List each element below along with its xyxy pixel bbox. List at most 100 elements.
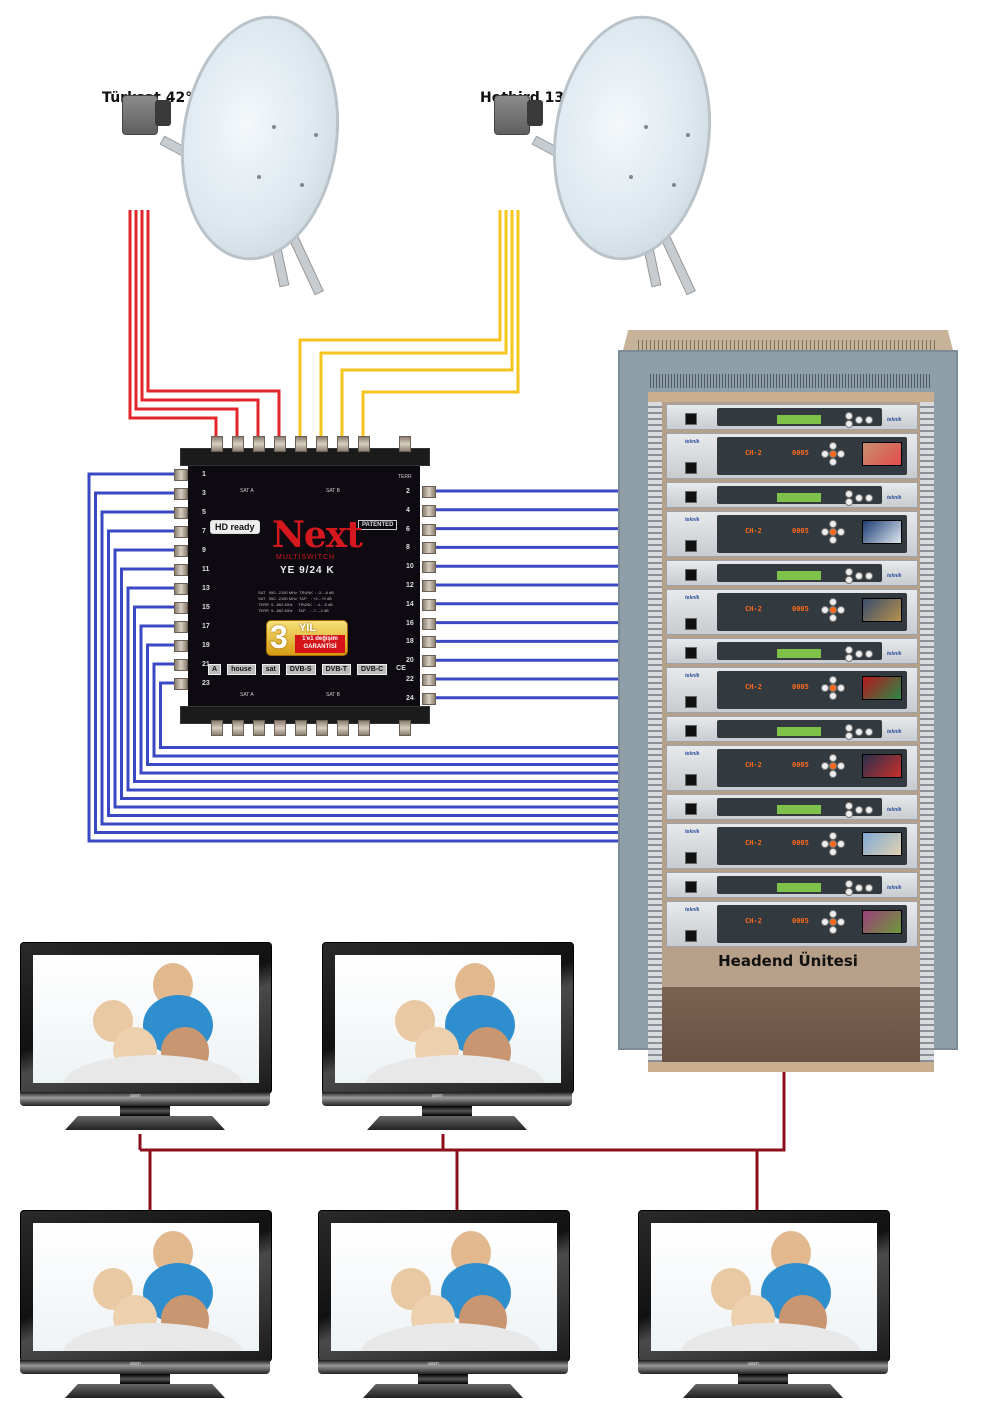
power-switch[interactable] bbox=[685, 852, 697, 864]
button[interactable] bbox=[845, 810, 853, 818]
connector-passthrough[interactable] bbox=[358, 720, 370, 736]
button[interactable] bbox=[845, 654, 853, 662]
button[interactable] bbox=[855, 728, 863, 736]
connector-input[interactable] bbox=[232, 436, 244, 452]
button[interactable] bbox=[845, 724, 853, 732]
power-switch[interactable] bbox=[685, 647, 697, 659]
right-button[interactable] bbox=[837, 450, 845, 458]
connector-input[interactable] bbox=[295, 436, 307, 452]
connector-input[interactable] bbox=[337, 436, 349, 452]
connector-output[interactable] bbox=[422, 542, 436, 555]
button[interactable] bbox=[865, 650, 873, 658]
connector-passthrough[interactable] bbox=[253, 720, 265, 736]
connector-output[interactable] bbox=[422, 692, 436, 705]
power-switch[interactable] bbox=[685, 462, 697, 474]
connector-input[interactable] bbox=[274, 436, 286, 452]
power-switch[interactable] bbox=[685, 774, 697, 786]
connector-output[interactable] bbox=[422, 486, 436, 498]
right-button[interactable] bbox=[837, 684, 845, 692]
connector-output[interactable] bbox=[174, 564, 188, 576]
connector-output[interactable] bbox=[422, 598, 436, 611]
power-switch[interactable] bbox=[685, 930, 697, 942]
left-button[interactable] bbox=[821, 528, 829, 536]
button[interactable] bbox=[845, 498, 853, 506]
connector-passthrough[interactable] bbox=[399, 720, 411, 736]
connector-output[interactable] bbox=[174, 507, 188, 519]
button[interactable] bbox=[845, 802, 853, 810]
button[interactable] bbox=[855, 650, 863, 658]
up-button[interactable] bbox=[829, 832, 837, 840]
button[interactable] bbox=[855, 416, 863, 424]
connector-output[interactable] bbox=[422, 674, 436, 686]
connector-output[interactable] bbox=[174, 621, 188, 633]
connector-output[interactable] bbox=[422, 561, 436, 574]
up-button[interactable] bbox=[829, 598, 837, 606]
connector-input[interactable] bbox=[253, 436, 265, 452]
power-switch[interactable] bbox=[685, 540, 697, 552]
button[interactable] bbox=[865, 728, 873, 736]
down-button[interactable] bbox=[829, 770, 837, 778]
button[interactable] bbox=[845, 412, 853, 420]
power-switch[interactable] bbox=[685, 696, 697, 708]
connector-passthrough[interactable] bbox=[232, 720, 244, 736]
right-button[interactable] bbox=[837, 606, 845, 614]
down-button[interactable] bbox=[829, 692, 837, 700]
connector-input[interactable] bbox=[316, 436, 328, 452]
power-switch[interactable] bbox=[685, 491, 697, 503]
down-button[interactable] bbox=[829, 614, 837, 622]
up-button[interactable] bbox=[829, 754, 837, 762]
left-button[interactable] bbox=[821, 606, 829, 614]
up-button[interactable] bbox=[829, 442, 837, 450]
left-button[interactable] bbox=[821, 684, 829, 692]
down-button[interactable] bbox=[829, 458, 837, 466]
power-switch[interactable] bbox=[685, 881, 697, 893]
right-button[interactable] bbox=[837, 528, 845, 536]
connector-output[interactable] bbox=[174, 488, 188, 500]
connector-output[interactable] bbox=[174, 526, 188, 538]
power-switch[interactable] bbox=[685, 413, 697, 425]
button[interactable] bbox=[845, 568, 853, 576]
connector-passthrough[interactable] bbox=[337, 720, 349, 736]
connector-output[interactable] bbox=[174, 659, 188, 671]
power-switch[interactable] bbox=[685, 569, 697, 581]
button[interactable] bbox=[865, 884, 873, 892]
connector-output[interactable] bbox=[174, 678, 188, 690]
button[interactable] bbox=[855, 494, 863, 502]
connector-input[interactable] bbox=[358, 436, 370, 452]
button[interactable] bbox=[845, 420, 853, 428]
connector-passthrough[interactable] bbox=[295, 720, 307, 736]
button[interactable] bbox=[855, 806, 863, 814]
up-button[interactable] bbox=[829, 910, 837, 918]
connector-output[interactable] bbox=[174, 583, 188, 595]
up-button[interactable] bbox=[829, 520, 837, 528]
ok-button[interactable] bbox=[829, 684, 837, 692]
connector-input[interactable] bbox=[399, 436, 411, 452]
left-button[interactable] bbox=[821, 762, 829, 770]
connector-output[interactable] bbox=[174, 602, 188, 614]
connector-output[interactable] bbox=[422, 655, 436, 668]
ok-button[interactable] bbox=[829, 918, 837, 926]
power-switch[interactable] bbox=[685, 725, 697, 737]
ok-button[interactable] bbox=[829, 762, 837, 770]
button[interactable] bbox=[845, 888, 853, 896]
left-button[interactable] bbox=[821, 450, 829, 458]
ok-button[interactable] bbox=[829, 528, 837, 536]
connector-output[interactable] bbox=[422, 617, 436, 630]
button[interactable] bbox=[845, 576, 853, 584]
down-button[interactable] bbox=[829, 536, 837, 544]
button[interactable] bbox=[855, 884, 863, 892]
ok-button[interactable] bbox=[829, 606, 837, 614]
connector-input[interactable] bbox=[211, 436, 223, 452]
left-button[interactable] bbox=[821, 918, 829, 926]
connector-output[interactable] bbox=[174, 640, 188, 652]
ok-button[interactable] bbox=[829, 450, 837, 458]
connector-passthrough[interactable] bbox=[316, 720, 328, 736]
button[interactable] bbox=[865, 416, 873, 424]
power-switch[interactable] bbox=[685, 618, 697, 630]
button[interactable] bbox=[845, 880, 853, 888]
right-button[interactable] bbox=[837, 918, 845, 926]
connector-output[interactable] bbox=[174, 545, 188, 557]
connector-output[interactable] bbox=[174, 469, 188, 481]
connector-output[interactable] bbox=[422, 504, 436, 517]
connector-output[interactable] bbox=[422, 636, 436, 649]
